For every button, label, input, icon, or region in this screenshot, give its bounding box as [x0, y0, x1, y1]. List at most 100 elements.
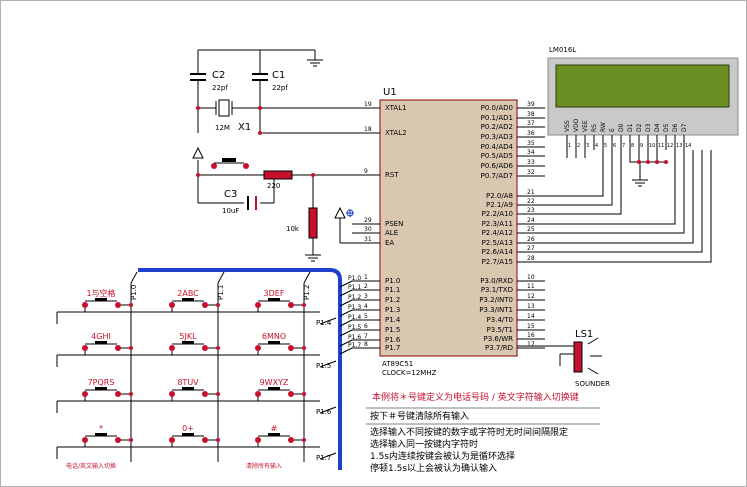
keypad-key-junction-8: [302, 392, 306, 396]
keypad-col-tap-0: [130, 271, 138, 284]
keypad-key-pin-a-0: [82, 302, 88, 308]
mcu-pin-num-3: 3: [364, 293, 368, 300]
keypad-key-cap-8: [268, 387, 280, 390]
mcu-pin-num-33: 33: [527, 159, 535, 166]
capacitor-c1[interactable]: C1 22pf: [252, 70, 288, 92]
keypad-key-label-2: 3DEF: [264, 289, 285, 298]
keypad-key-4[interactable]: 5JKL: [169, 332, 220, 355]
keypad-key-label-8: 9WXYZ: [260, 378, 289, 387]
keypad-key-pin-a-6: [82, 391, 88, 397]
lcd-ref: LM016L: [549, 46, 576, 54]
keypad-key-pin-a-9: [82, 437, 88, 443]
note-line-6: 停顿1.5s以上会被认为确认输入: [370, 462, 497, 474]
note-line-5: 1.5s内连续按键会被认为是循环选择: [370, 450, 515, 462]
mcu-pin-name-23: P2.2/A10: [482, 210, 513, 218]
mcu-pin-name-8: P1.7: [385, 344, 400, 352]
mcu-pin-name-39: P0.0/AD0: [481, 104, 513, 112]
crystal-ref: X1: [238, 122, 251, 133]
bus-tap-0: [339, 280, 353, 288]
mcu-pin-name-10: P3.0/RXD: [480, 277, 513, 285]
keypad-key-10[interactable]: 0+: [169, 424, 220, 447]
mcu-pin-name-15: P3.5/T1: [487, 326, 513, 334]
bus-label-2: P1.2: [348, 294, 361, 301]
keypad-key-2[interactable]: 3DEF: [255, 289, 306, 312]
keypad-key-cap-10: [182, 433, 194, 436]
mcu-pin-num-13: 13: [527, 303, 535, 310]
keypad-key-label-10: 0+: [182, 424, 194, 433]
keypad-key-pin-b-3: [115, 345, 121, 351]
mcu-pin-name-26: P2.5/A13: [482, 239, 513, 247]
note-line-2: 按下＃号键清除所有输入: [370, 410, 469, 422]
keypad-key-pin-b-8: [288, 391, 294, 397]
mcu-pin-name-3: P1.2: [385, 296, 400, 304]
note-line-4: 选择输入同一按键内字符时: [370, 438, 478, 450]
keypad-col-tap-2: [303, 271, 311, 284]
sounder-ls1[interactable]: LS1 SOUNDER: [517, 329, 610, 388]
mcu-pin-num-22: 22: [527, 198, 535, 205]
mcu-pin-name-6: P1.5: [385, 326, 400, 334]
keypad-key-7[interactable]: 8TUV: [169, 378, 220, 401]
star-key-note: 电话/英文输入切换: [66, 462, 116, 470]
lcd-pin-name-vdd: VDD: [573, 118, 580, 132]
keypad-key-0[interactable]: 1与空格: [82, 288, 133, 312]
lcd-pin-num-7: 7: [622, 143, 625, 149]
lcd-lm016l[interactable]: LM016L VSS1VDD2VEE3RS4RW5E6D07D18D29D310…: [547, 46, 739, 150]
keypad-key-cap-4: [182, 341, 194, 344]
keypad-key-6[interactable]: 7PQRS: [82, 378, 133, 401]
lcd-pin-name-d1: D1: [627, 123, 634, 132]
keypad-bus: [138, 268, 342, 470]
lcd-pin-num-8: 8: [631, 143, 634, 149]
lcd-pin-num-1: 1: [568, 143, 571, 149]
lcd-pin-name-d7: D7: [681, 123, 688, 132]
keypad-key-8[interactable]: 9WXYZ: [255, 378, 306, 401]
capacitor-c2[interactable]: C2 22pf: [190, 70, 228, 92]
keypad-key-junction-2: [302, 303, 306, 307]
lcd-wiring: [517, 150, 712, 263]
keypad-key-label-11: #: [271, 424, 278, 433]
keypad-key-cap-2: [268, 298, 280, 301]
keypad-row-tap-1: [319, 360, 337, 368]
bus-tap-3: [339, 309, 353, 317]
reset-button[interactable]: [211, 158, 249, 169]
mcu-pin-name-13: P3.3/INT1: [479, 306, 513, 314]
keypad-key-1[interactable]: 2ABC: [169, 289, 220, 312]
keypad-key-pin-a-2: [255, 302, 261, 308]
mcu-pin-num-19: 19: [364, 101, 372, 108]
keypad-key-11[interactable]: #: [255, 424, 306, 447]
keypad-key-5[interactable]: 6MNO: [255, 332, 306, 355]
keypad-row-net-1: P1.5: [316, 362, 331, 370]
keypad-key-pin-b-5: [288, 345, 294, 351]
resistor-10k[interactable]: 10k: [286, 207, 318, 239]
crystal-x1[interactable]: X1 12M: [215, 99, 251, 133]
mcu-pin-num-10: 10: [527, 274, 535, 281]
keypad-key-pin-b-6: [115, 391, 121, 397]
bus-tap-1: [339, 289, 353, 297]
lcd-pins: VSS1VDD2VEE3RS4RW5E6D07D18D29D310D411D51…: [564, 118, 691, 150]
mcu-pin-name-29: PSEN: [385, 220, 403, 228]
keypad-key-pin-a-1: [169, 302, 175, 308]
keypad-key-cap-9: [95, 433, 107, 436]
keypad-key-pin-b-10: [202, 437, 208, 443]
keypad-key-9[interactable]: *: [82, 424, 133, 447]
keypad-key-3[interactable]: 4GHI: [82, 332, 133, 355]
lcd-pin-num-3: 3: [586, 143, 589, 149]
capacitor-c3[interactable]: C3 10uF: [222, 189, 257, 215]
mcu-pin-name-1: P1.0: [385, 277, 400, 285]
mcu-pin-num-16: 16: [527, 332, 535, 339]
lcd-pin-num-12: 12: [667, 143, 673, 149]
r-pull-value: 10k: [286, 225, 300, 233]
mcu-clock: CLOCK=12MHZ: [382, 369, 437, 377]
c1-ref: C1: [272, 70, 285, 81]
lcd-pin-name-vss: VSS: [564, 120, 571, 132]
lcd-pin-num-9: 9: [640, 143, 643, 149]
keypad-key-label-0: 1与空格: [86, 288, 115, 298]
resistor-220[interactable]: 220: [263, 170, 293, 190]
mcu-pin-name-9: RST: [385, 171, 399, 179]
keypad-key-pin-b-1: [202, 302, 208, 308]
lcd-pin-num-14: 14: [685, 143, 691, 149]
bus-tap-6: [339, 339, 353, 347]
crystal-value: 12M: [215, 124, 230, 132]
mcu-pin-num-14: 14: [527, 313, 535, 320]
